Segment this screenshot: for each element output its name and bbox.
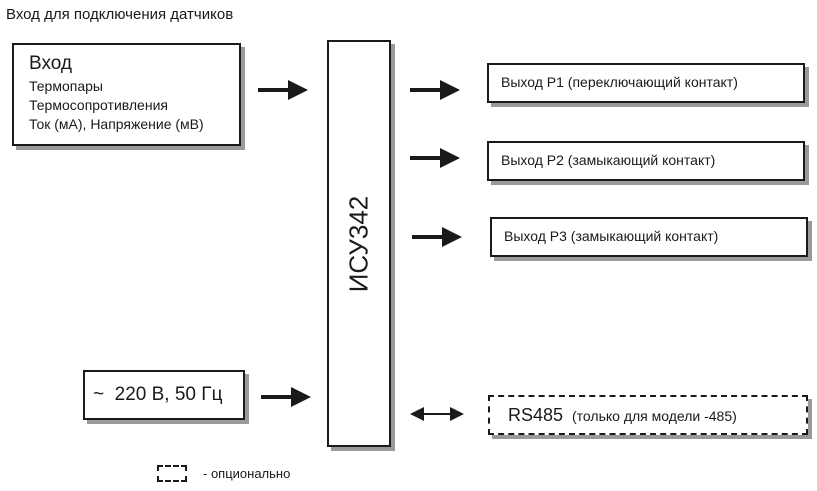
- arrow-input-to-device: [258, 80, 308, 100]
- legend-dashed-box-icon: [157, 465, 187, 482]
- input-box-title: Вход: [29, 53, 72, 74]
- rs485-note: (только для модели -485): [572, 408, 737, 424]
- input-type-rtd: Термосопротивления: [29, 97, 168, 113]
- output-p3-label: Выход Р3 (замыкающий контакт): [504, 228, 719, 244]
- bidirectional-arrow-rs485: [410, 407, 464, 421]
- rs485-label: RS485: [508, 405, 564, 425]
- output-p1-box: Выход Р1 (переключающий контакт): [487, 63, 805, 103]
- input-type-current-voltage: Ток (мА), Напряжение (мВ): [29, 116, 204, 132]
- rs485-box: RS485 (только для модели -485): [488, 395, 808, 435]
- output-p2-label: Выход Р2 (замыкающий контакт): [501, 152, 716, 168]
- device-label: ИСУ342: [343, 195, 374, 292]
- power-box: ~ 220 В, 50 Гц: [83, 370, 245, 420]
- input-box: Вход Термопары Термосопротивления Ток (м…: [12, 43, 241, 146]
- diagram-heading: Вход для подключения датчиков: [6, 6, 234, 23]
- legend-label: - опционально: [203, 466, 291, 481]
- device-block: ИСУ342: [327, 40, 391, 447]
- arrow-to-output-p3: [412, 227, 462, 247]
- input-type-thermocouples: Термопары: [29, 78, 103, 94]
- output-p3-box: Выход Р3 (замыкающий контакт): [490, 217, 808, 257]
- output-p2-box: Выход Р2 (замыкающий контакт): [487, 141, 805, 181]
- arrow-to-output-p1: [410, 80, 460, 100]
- output-p1-label: Выход Р1 (переключающий контакт): [501, 74, 738, 90]
- arrow-power-to-device: [261, 387, 311, 407]
- power-label: ~ 220 В, 50 Гц: [93, 384, 223, 405]
- arrow-to-output-p2: [410, 148, 460, 168]
